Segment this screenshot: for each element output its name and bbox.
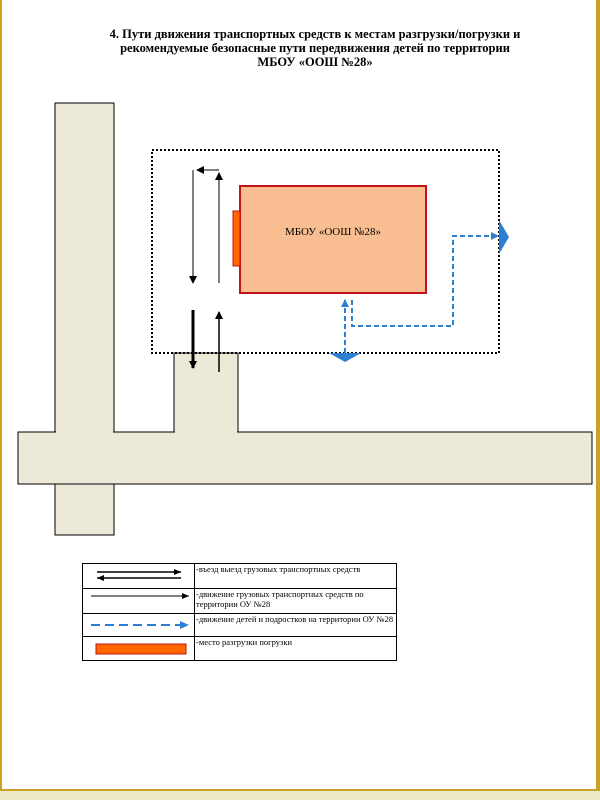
frame-left [0,0,2,800]
gate-marker-right [499,220,509,254]
children-path-exit [351,232,499,327]
page-title: 4. Пути движения транспортных средств к … [80,27,550,69]
legend-table: -въезд выезд грузовых транспортных средс… [82,563,397,661]
legend-row-loading-zone: -место разгрузки погрузки [83,637,396,661]
legend-symbol-dashed-arrow [83,614,195,636]
legend-text-entry-exit: -въезд выезд грузовых транспортных средс… [196,564,361,574]
legend-symbol-single-arrow [83,589,195,613]
gate-marker-bottom [329,353,361,362]
legend-symbol-double-arrow [83,564,195,588]
legend-text-loading-zone: -место разгрузки погрузки [196,637,293,647]
frame-right [596,0,600,800]
legend-row-truck-movement: -движение грузовых транспортных средств … [83,589,396,614]
school-label: МБОУ «ООШ №28» [284,226,382,238]
title-line-3: МБОУ «ООШ №28» [257,55,373,69]
loading-zone [232,210,241,267]
title-line-2: рекомендуемые безопасные пути передвижен… [120,41,510,55]
horizontal-road [17,431,593,485]
legend-text-children-movement: -движение детей и подростков на территор… [196,614,394,624]
single-arrow-icon [91,593,189,599]
dashed-arrow-icon [91,621,189,629]
frame-bottom [0,789,600,800]
title-line-1: 4. Пути движения транспортных средств к … [109,27,521,41]
legend-row-entry-exit: -въезд выезд грузовых транспортных средс… [83,564,396,589]
driveway [173,352,239,433]
school-building [239,185,427,294]
loading-zone-icon [95,643,187,655]
legend-symbol-orange-bar [83,637,195,661]
legend-text-truck-movement: -движение грузовых транспортных средств … [196,589,364,609]
legend-row-children-movement: -движение детей и подростков на территор… [83,614,396,637]
double-arrow-icon [97,569,181,581]
